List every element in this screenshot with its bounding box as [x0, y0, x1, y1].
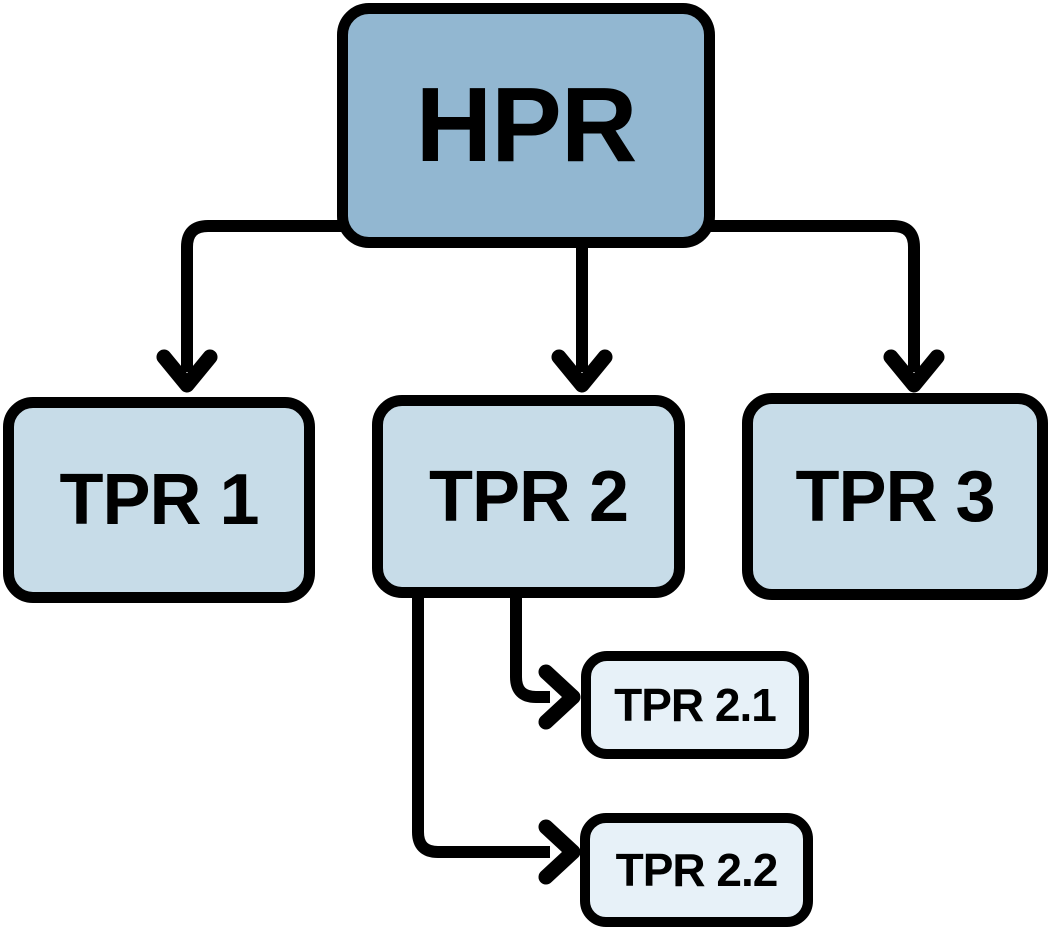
edge-hpr-to-tpr-3	[710, 220, 945, 393]
node-tpr-2-1-label: TPR 2.1	[614, 679, 777, 731]
node-tpr-2-label: TPR 2	[428, 456, 629, 537]
node-tpr-2-1: TPR 2.1	[581, 651, 809, 759]
node-hpr-label: HPR	[415, 66, 638, 184]
edge-hpr-to-tpr-2	[551, 244, 613, 393]
edge-tpr-2-to-tpr-2-1	[510, 596, 581, 730]
node-tpr-2-2-label: TPR 2.2	[615, 844, 779, 896]
node-tpr-3-label: TPR 3	[795, 456, 995, 537]
edge-tpr-2-to-tpr-2-2	[412, 596, 581, 885]
node-tpr-1: TPR 1	[3, 397, 315, 603]
node-hpr: HPR	[337, 3, 715, 248]
edge-hpr-to-tpr-1	[156, 220, 342, 393]
node-tpr-2-2: TPR 2.2	[580, 813, 813, 927]
node-tpr-2: TPR 2	[372, 395, 685, 598]
node-tpr-1-label: TPR 1	[59, 460, 259, 540]
node-tpr-3: TPR 3	[742, 393, 1048, 600]
